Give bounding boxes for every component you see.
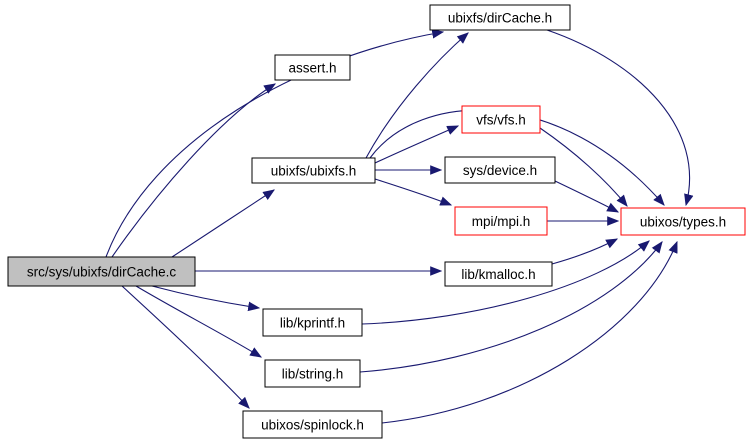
edge-device_h-to-types_h bbox=[554, 180, 620, 213]
edge-string_h-to-types_h bbox=[359, 241, 663, 373]
node-sys-device-h[interactable]: sys/device.h bbox=[444, 156, 556, 184]
node-sys-device-h-label: sys/device.h bbox=[463, 163, 537, 178]
edge-dirCache_c-to-dirCache_h bbox=[105, 29, 445, 258]
node-dirCache-c-label: src/sys/ubixfs/dirCache.c bbox=[27, 265, 177, 280]
node-ubixos-spinlock-h[interactable]: ubixos/spinlock.h bbox=[242, 410, 383, 439]
node-ubixos-spinlock-h-label: ubixos/spinlock.h bbox=[261, 418, 364, 433]
node-lib-kmalloc-h-label: lib/kmalloc.h bbox=[461, 267, 535, 282]
edge-ubixfs_h-to-dirCache_h bbox=[365, 32, 469, 159]
edge-vfs_h-to-types_h bbox=[539, 127, 628, 207]
edge-spinlock_h-to-types_h bbox=[381, 240, 678, 424]
node-ubixfs-dirCache-h[interactable]: ubixfs/dirCache.h bbox=[429, 4, 571, 31]
node-mpi-mpi-h[interactable]: mpi/mpi.h bbox=[454, 206, 548, 236]
edge-dirCache_c-to-kprintf_h bbox=[151, 285, 261, 312]
edge-dirCache_c-to-string_h bbox=[135, 285, 263, 358]
edge-dirCache_c-to-assert_h bbox=[111, 83, 277, 258]
node-ubixfs-dirCache-h-label: ubixfs/dirCache.h bbox=[448, 11, 552, 26]
edge-kprintf_h-to-types_h bbox=[361, 240, 650, 325]
node-lib-string-h[interactable]: lib/string.h bbox=[264, 359, 361, 388]
node-assert-h[interactable]: assert.h bbox=[274, 54, 351, 81]
edge-group bbox=[105, 29, 694, 424]
node-assert-h-label: assert.h bbox=[288, 61, 336, 76]
node-lib-string-h-label: lib/string.h bbox=[282, 367, 344, 382]
node-lib-kprintf-h-label: lib/kprintf.h bbox=[280, 316, 345, 331]
node-vfs-vfs-h[interactable]: vfs/vfs.h bbox=[461, 105, 541, 134]
edge-ubixfs_h-to-vfs_h bbox=[374, 125, 460, 164]
node-ubixfs-ubixfs-h-label: ubixfs/ubixfs.h bbox=[271, 164, 357, 179]
node-vfs-vfs-h-label: vfs/vfs.h bbox=[476, 113, 526, 128]
node-lib-kprintf-h[interactable]: lib/kprintf.h bbox=[262, 308, 363, 337]
node-lib-kmalloc-h[interactable]: lib/kmalloc.h bbox=[444, 261, 553, 287]
edge-dirCache_c-to-ubixfs_h bbox=[171, 189, 275, 258]
node-ubixfs-ubixfs-h[interactable]: ubixfs/ubixfs.h bbox=[251, 157, 376, 184]
node-ubixos-types-h-label: ubixos/types.h bbox=[640, 215, 726, 230]
edge-dirCache_h-to-types_h bbox=[546, 29, 694, 207]
edge-kmalloc_h-to-types_h bbox=[551, 238, 619, 265]
node-mpi-mpi-h-label: mpi/mpi.h bbox=[472, 214, 531, 229]
edge-ubixfs_h-to-mpi_h bbox=[374, 178, 453, 206]
node-ubixos-types-h[interactable]: ubixos/types.h bbox=[620, 207, 746, 236]
edge-dirCache_c-to-spinlock_h bbox=[121, 285, 250, 409]
node-dirCache-c[interactable]: src/sys/ubixfs/dirCache.c bbox=[7, 256, 196, 287]
